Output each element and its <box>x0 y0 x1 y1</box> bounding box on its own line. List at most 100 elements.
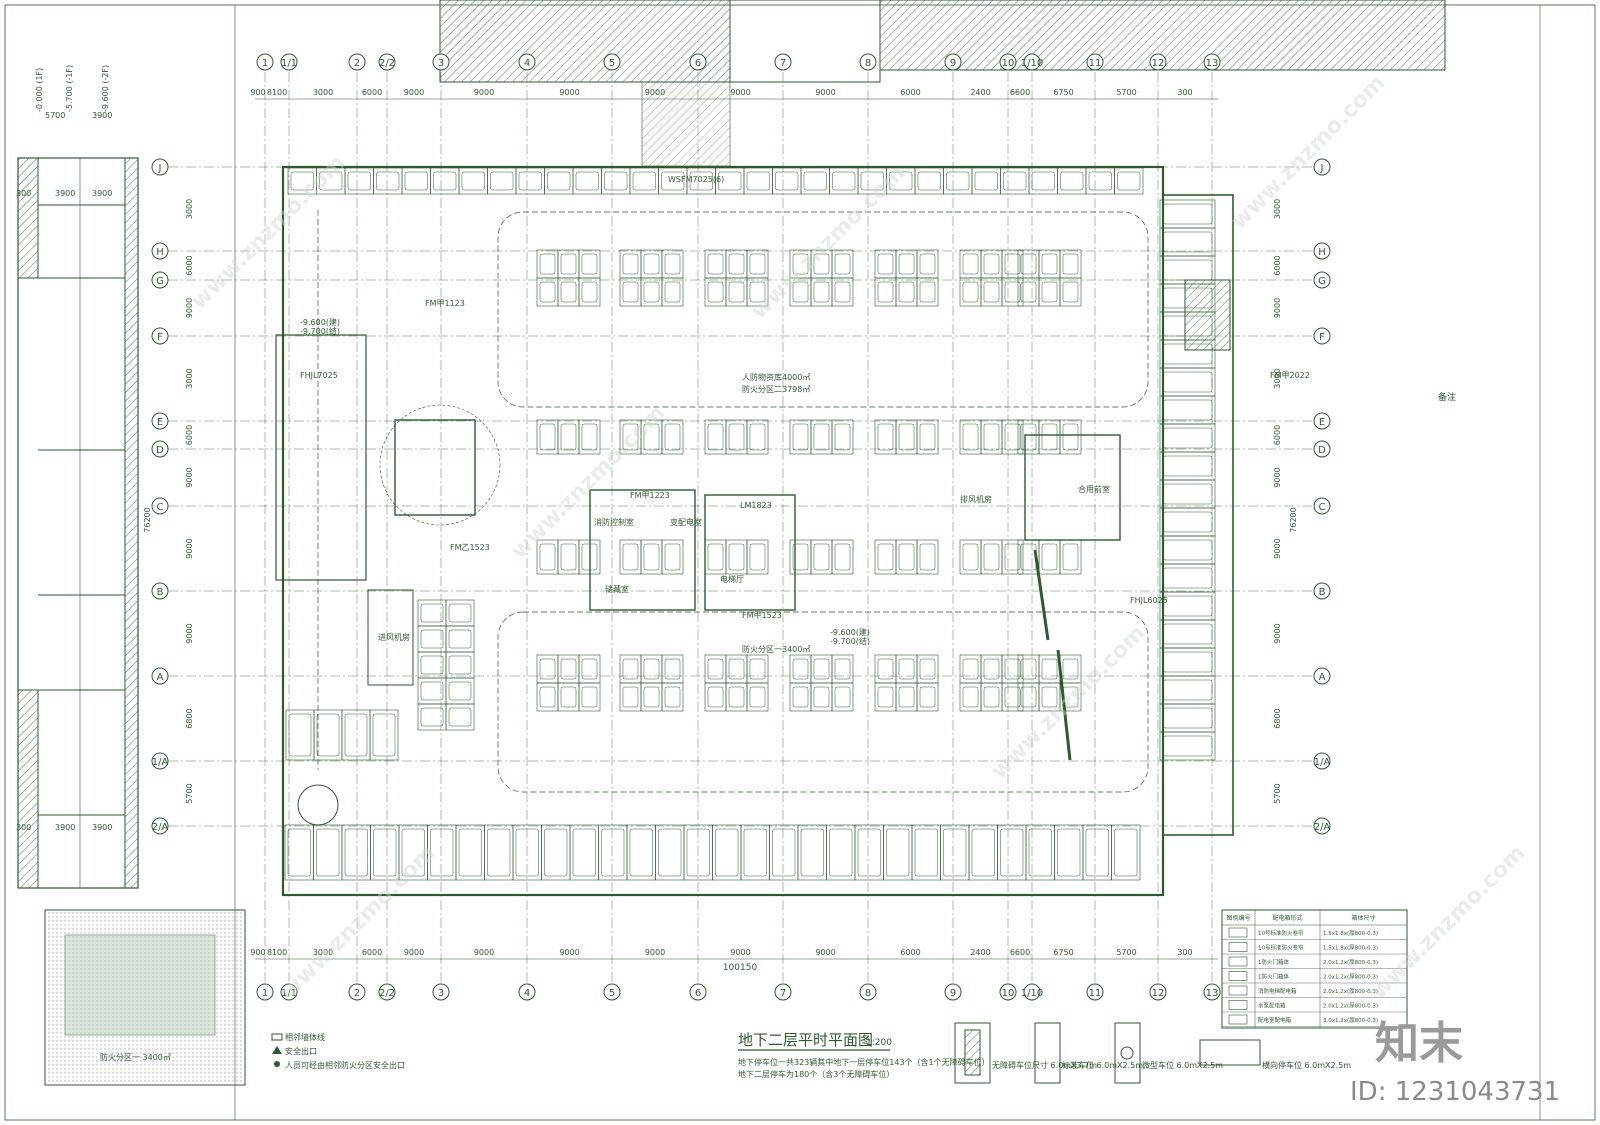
grid-bubble-col: 2/2 <box>378 53 396 71</box>
core-rooms <box>297 279 1231 826</box>
svg-text:J: J <box>158 163 162 174</box>
car-outline <box>401 828 425 877</box>
grid-bubble-col: 1/10 <box>1021 53 1043 71</box>
car-outline <box>316 713 340 757</box>
car-outline <box>749 423 766 451</box>
parking-stall <box>826 824 856 881</box>
svg-text:www.znzmo.com: www.znzmo.com <box>1367 840 1531 1004</box>
car-outline <box>420 629 444 649</box>
level-mark: -9.700(结) <box>830 636 870 646</box>
parking-stall <box>1114 167 1144 195</box>
car-outline <box>946 171 970 191</box>
parking-stall <box>854 824 884 881</box>
car-outline <box>1162 567 1213 589</box>
car-outline <box>420 603 444 623</box>
car-outline <box>539 658 556 680</box>
parking-stall <box>661 277 684 307</box>
watermark-layer: www.znzmo.com www.znzmo.com www.znzmo.co… <box>187 70 1531 1004</box>
dimension-label: 9000 <box>815 88 835 97</box>
car-outline <box>1162 399 1213 421</box>
svg-text:1/A: 1/A <box>1314 757 1331 768</box>
keyplan-legend: 相邻墙体线 <box>285 1032 325 1042</box>
car-outline <box>458 828 482 877</box>
car-outline <box>1020 686 1037 708</box>
section-dim: 5700 <box>45 111 65 120</box>
car-outline <box>877 686 894 708</box>
grid-bubble-col: 2 <box>348 983 366 1001</box>
grid-bubble-col: 1/10 <box>1021 983 1043 1001</box>
car-outline <box>860 171 884 191</box>
car-outline <box>1004 423 1021 451</box>
car-outline <box>1162 707 1213 729</box>
car-outline <box>813 423 830 451</box>
side-dimension: 6800 <box>185 708 194 728</box>
parking-stalls <box>284 167 1216 881</box>
car-outline <box>664 543 681 571</box>
svg-text:8: 8 <box>865 988 871 999</box>
side-dimension: 5700 <box>1273 783 1282 803</box>
car-outline <box>983 281 1000 303</box>
car-outline <box>544 828 568 877</box>
room-label-storage: 人防物资库4000㎡ <box>742 372 810 382</box>
parking-stall <box>369 709 399 761</box>
car-outline <box>632 171 656 191</box>
car-outline <box>813 658 830 680</box>
grid-bubble-row: A <box>1313 667 1331 685</box>
car-outline <box>834 253 851 275</box>
grid-bubble-col: 13 <box>1203 53 1221 71</box>
parking-stall <box>916 277 939 307</box>
car-outline <box>1085 828 1109 877</box>
grid-bubble-row: J <box>1313 158 1331 176</box>
car-outline <box>1162 679 1213 701</box>
svg-text:C: C <box>157 502 164 513</box>
parking-stall <box>1082 824 1112 881</box>
parking-stall <box>940 824 970 881</box>
parking-stall <box>284 824 314 881</box>
legend-cell: 1防火门箱体 <box>1258 973 1289 981</box>
grid-bubble-row: 1/A <box>1313 752 1331 770</box>
car-outline <box>919 658 936 680</box>
car-outline <box>1162 539 1213 561</box>
car-outline <box>1162 511 1213 533</box>
grid-bubble-col: 13 <box>1203 983 1221 1001</box>
dimension-label: 6750 <box>1053 948 1073 957</box>
side-dimension: 9000 <box>1273 623 1282 643</box>
parking-type-label: 横向停车位 6.0mX2.5m <box>1262 1060 1351 1070</box>
room-label-control: 消防控制室 <box>594 517 634 527</box>
legend-cell: 10号标准防火卷帘 <box>1258 944 1304 952</box>
car-outline <box>728 543 745 571</box>
grid-bubble-row: C <box>151 497 169 515</box>
parking-stall <box>746 539 769 575</box>
drawing-note: 地下二层停车为180个（含3个无障碍车位） <box>738 1069 894 1079</box>
room-label-zone2: 防火分区二3798㎡ <box>742 384 810 394</box>
parking-stall <box>740 824 770 881</box>
parking-stall <box>916 419 939 455</box>
svg-text:12: 12 <box>1152 58 1165 69</box>
dimension-label: 9000 <box>474 88 494 97</box>
dimension-label: 9000 <box>730 948 750 957</box>
svg-text:www.znzmo.com: www.znzmo.com <box>507 400 671 564</box>
car-outline <box>1004 686 1021 708</box>
parking-stall <box>769 824 799 881</box>
car-outline <box>1004 658 1021 680</box>
parking-stall <box>831 682 854 712</box>
keyplan-label: 防火分区一 3400㎡ <box>100 1052 171 1062</box>
car-outline <box>1162 455 1213 477</box>
car-outline <box>919 281 936 303</box>
legend-cell: 配电室配电箱 <box>1258 1016 1292 1024</box>
svg-text:1/1: 1/1 <box>281 58 297 69</box>
svg-text:6: 6 <box>695 988 701 999</box>
svg-text:8: 8 <box>865 58 871 69</box>
parking-type-label: 微型车位 6.0mX2.5m <box>1142 1060 1223 1070</box>
legend-cell: 2.0x1.2x(厚800-0.3) <box>1323 988 1378 995</box>
car-outline <box>420 681 444 701</box>
grid-bubble-col: 12 <box>1149 53 1167 71</box>
svg-text:B: B <box>1319 587 1326 598</box>
grid-bubble-row: H <box>151 242 169 260</box>
car-outline <box>962 281 979 303</box>
dimension-label: 9000 <box>645 88 665 97</box>
section-dim: 3900 <box>92 111 112 120</box>
door-label: FM甲1123 <box>425 299 465 308</box>
parking-stall <box>661 682 684 712</box>
